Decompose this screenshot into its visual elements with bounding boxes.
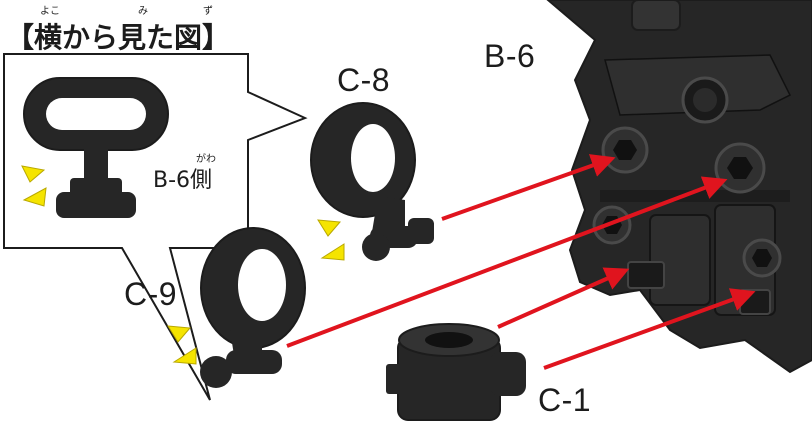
- marker-icon: [21, 165, 46, 183]
- part-c9: [167, 227, 306, 388]
- marker-icon: [22, 187, 47, 207]
- b6-socket-1: [601, 126, 649, 174]
- side-view-callout: [3, 53, 308, 401]
- marker-icon: [320, 243, 345, 261]
- side-view-part: [23, 77, 169, 218]
- furigana-mi: み: [138, 6, 148, 17]
- part-c1: [386, 323, 526, 421]
- arrow-c1-to-b6-upper: [497, 267, 630, 329]
- label-c1: C-1: [538, 382, 592, 418]
- arrows: [286, 154, 756, 370]
- marker-icon: [172, 347, 197, 365]
- marker-icon: [317, 219, 342, 237]
- arrow-c1-to-b6-lower: [543, 288, 756, 370]
- furigana-gawa: がわ: [196, 154, 216, 165]
- b6-socket-4: [742, 238, 782, 278]
- furigana-zu: ず: [203, 6, 213, 17]
- arrow-c8-to-b6: [441, 154, 616, 221]
- side-label: B-6側: [153, 168, 213, 193]
- furigana-yoko: よこ: [40, 6, 60, 17]
- marker-icon: [167, 325, 192, 343]
- arrow-c9-to-b6: [286, 176, 728, 348]
- b6-socket-2: [714, 142, 766, 194]
- part-c8: [310, 102, 434, 261]
- label-b6: B-6: [484, 38, 536, 74]
- callout-title: 【横から見た図】: [6, 21, 231, 54]
- label-c9: C-9: [124, 276, 178, 312]
- part-b6-body: [546, 0, 812, 374]
- label-c8: C-8: [337, 62, 391, 98]
